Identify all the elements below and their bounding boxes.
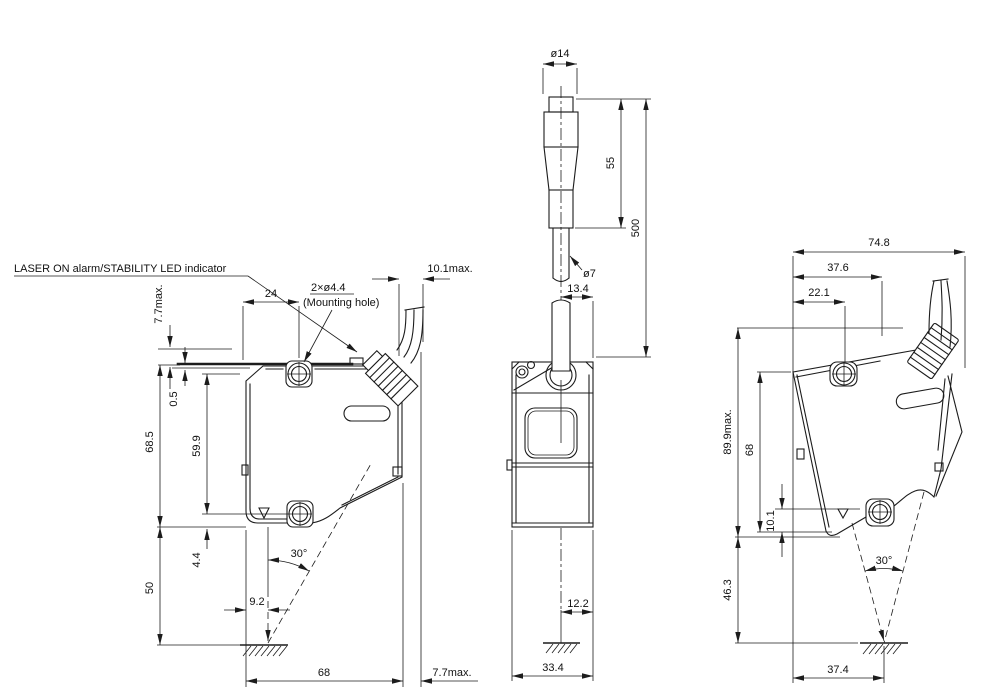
led-label: LASER ON alarm/STABILITY LED indicator: [14, 263, 227, 275]
dim-label-side-protrusion: 7.7max.: [432, 667, 471, 679]
beam-line-left: [851, 522, 885, 642]
ground-symbol-right: [860, 642, 908, 655]
angle-label-right: 30°: [876, 555, 893, 567]
angle-label: 30°: [291, 548, 308, 560]
edge-tick-right: [934, 462, 944, 472]
side-body: [506, 299, 594, 528]
dim-label-height-right: 68: [744, 444, 756, 456]
extension-lines-right: [735, 256, 966, 683]
extension-lines-side: [511, 68, 651, 681]
beam-angled-line: [267, 461, 373, 644]
dim-label-cable-length: 500: [630, 219, 642, 237]
hole-label: 2×ø4.4: [311, 282, 346, 294]
mounting-hole-top-right: [829, 361, 858, 387]
dim-label-gap: 0.5: [168, 391, 180, 406]
emission-window-slot-right: [895, 387, 945, 410]
side-tick-right: [796, 448, 805, 460]
dim-label-overall-height: 89.9max.: [722, 409, 734, 454]
angle-arc: [267, 557, 310, 572]
dim-label-connector-diameter: ø14: [551, 48, 570, 60]
dim-label-reference-distance: 50: [144, 582, 156, 594]
dim-label-hole-offset: 22.1: [808, 287, 829, 299]
ground-symbol: [240, 644, 288, 657]
hole-sublabel: (Mounting hole): [303, 297, 379, 309]
dim-label-hole-to-bottom: 4.4: [191, 552, 203, 567]
dim-label-overall-width: 74.8: [868, 237, 889, 249]
right-body-outline: [792, 349, 963, 537]
cable-gland-right: [907, 322, 959, 380]
dim-label-upper-width: 37.6: [827, 262, 848, 274]
emission-window-slot: [343, 405, 391, 422]
ground-symbol-side: [543, 642, 580, 654]
dim-label-bracket-height: 7.7max.: [153, 284, 165, 323]
cable: [396, 306, 425, 364]
angle-arc-right: [864, 565, 904, 572]
front-view: LASER ON alarm/STABILITY LED indicator 1…: [14, 263, 478, 687]
mounting-hole-bottom: [286, 500, 314, 528]
extension-lines: [157, 284, 424, 687]
led-indicator: [349, 357, 364, 365]
dim-label-top-width: 24: [265, 288, 277, 300]
cable-right: [928, 278, 952, 348]
dim-label-spot-offset: 37.4: [827, 664, 848, 676]
mounting-hole-bottom-right: [865, 498, 895, 527]
side-tick: [241, 464, 249, 476]
front-body-outline: [245, 365, 403, 524]
dim-label-width: 68: [318, 667, 330, 679]
right-side-view: 74.8 37.6 22.1 89.9max. 68 10.1 46.3 30°…: [722, 237, 966, 683]
beam-line-right: [883, 491, 925, 644]
side-tab: [506, 459, 513, 471]
dim-label-beam-offset: 9.2: [249, 596, 264, 608]
right-dimensions: [735, 249, 965, 681]
dim-label-reference-distance-right: 46.3: [722, 579, 734, 600]
dim-label-cable-protrusion: 10.1max.: [427, 263, 472, 275]
side-dimensions: [512, 61, 649, 679]
lens-window: [524, 407, 578, 459]
dim-label-width-side: 33.4: [542, 662, 563, 674]
dim-label-bottom-gap: 10.1: [765, 510, 777, 531]
dim-label-beam-offset-side: 12.2: [567, 598, 588, 610]
cable-upper: [552, 227, 570, 283]
beam-reference-triangle-right: [837, 508, 849, 520]
dim-label-height: 68.5: [144, 431, 156, 452]
front-dimensions: [14, 275, 478, 684]
mounting-hole-top: [285, 360, 313, 388]
dim-label-connector-length: 55: [605, 157, 617, 169]
side-view: ø14 55 500 ø7 13.4 12.2 33.4: [506, 48, 651, 681]
beam-reference-triangle: [258, 507, 270, 520]
connector: [543, 96, 579, 229]
cable-lower: [551, 299, 571, 372]
dim-label-cable-offset: 13.4: [567, 283, 588, 295]
cable-gland: [361, 349, 419, 407]
edge-tick: [392, 466, 403, 477]
dim-label-cable-diameter: ø7: [583, 268, 596, 280]
dim-label-hole-span: 59.9: [191, 435, 203, 456]
